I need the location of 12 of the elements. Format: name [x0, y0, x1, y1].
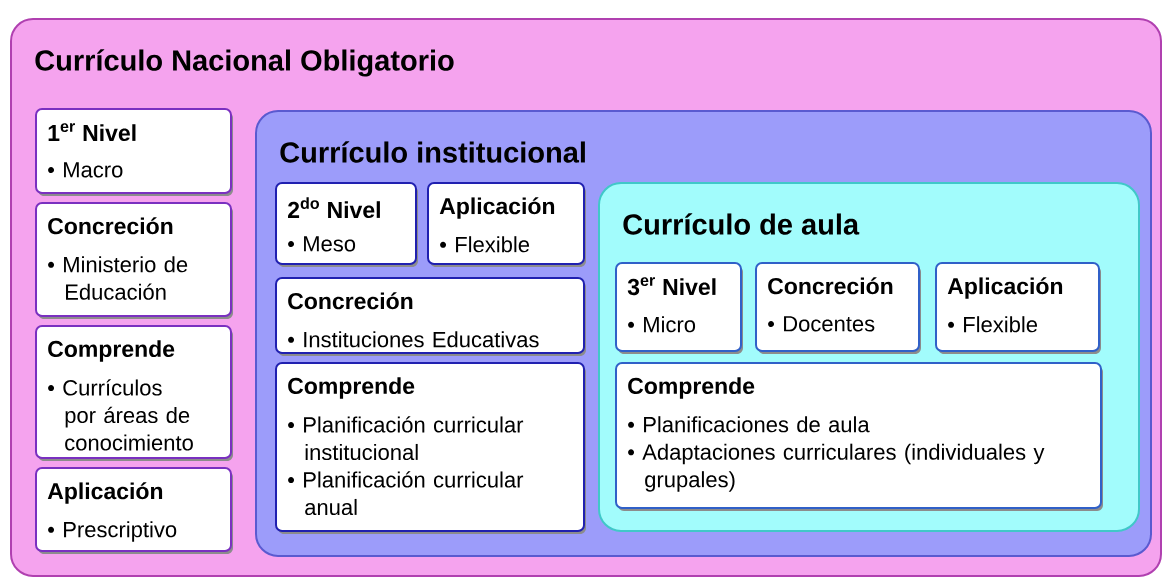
info-card: Comprende • Planificaciones de aula • Adaptaciones curriculares (individuales y grupales) — [615, 362, 1103, 511]
info-card: Concreción • Docentes — [755, 262, 921, 354]
info-card: Concreción • Instituciones Educativas — [275, 277, 586, 356]
info-card: 1$^{er}$ Nivel • Macro — [35, 108, 233, 196]
info-card: Aplicación • Flexible — [935, 262, 1101, 354]
info-card: Concreción • Ministerio de Educación — [35, 202, 233, 319]
info-card: Comprende • Currículos por áreas de conocimiento — [35, 325, 233, 461]
info-card: Aplicación • Flexible — [427, 182, 586, 267]
info-card: Comprende • Planificación curricular institucional • Planificación curricular anual — [275, 362, 586, 534]
info-card: Aplicación • Prescriptivo — [35, 467, 233, 554]
info-card: 2$^{do}$ Nivel • Meso — [275, 182, 418, 267]
info-card: 3$^{er}$ Nivel • Micro — [615, 262, 743, 354]
